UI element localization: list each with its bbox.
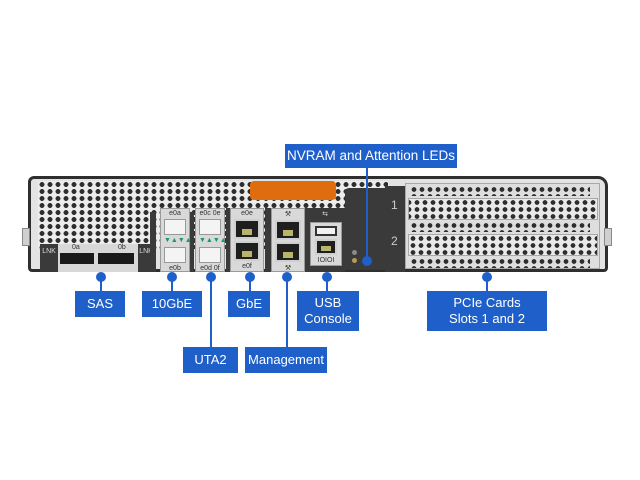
management-leader-line	[286, 278, 288, 348]
sas-port-0a[interactable]	[60, 253, 94, 264]
pcie-leader-line	[486, 278, 488, 292]
lnk-right-label: LNK	[139, 248, 153, 255]
sas-callout-label: SAS	[75, 291, 125, 317]
pcie-label-line1: PCIe Cards	[453, 295, 521, 310]
sas-leader-dot	[96, 272, 106, 282]
uta2-top-left-label: e0c	[199, 210, 211, 217]
pcie-vent-strip	[410, 222, 590, 232]
rj45-port-e0f[interactable]	[234, 241, 260, 261]
gbe-callout-label: GbE	[228, 291, 270, 317]
management-callout-label: Management	[245, 347, 327, 373]
gbe-bottom-label: e0f	[242, 263, 252, 270]
tengbe-top-label: e0a	[169, 210, 181, 217]
pcie-vent-strip	[410, 186, 590, 196]
sas-left-bracket: LNK	[40, 244, 58, 272]
uta2-top-right-label: 0e	[212, 210, 221, 217]
attention-led	[352, 258, 357, 263]
lnk-left-label: LNK	[42, 248, 56, 255]
nvram-led	[352, 250, 357, 255]
uta2-leader-line	[210, 278, 212, 348]
uta2-callout-label: UTA2	[183, 347, 238, 373]
divider	[190, 212, 194, 272]
console-port[interactable]	[315, 239, 337, 255]
gbe-top-label: e0e	[241, 210, 253, 217]
usb-console-leader-line	[326, 278, 328, 292]
gbe-leader-dot	[245, 272, 255, 282]
sas-0a-label: 0a	[72, 244, 80, 251]
sfp-port-e0a[interactable]	[164, 219, 186, 235]
gbe-leader-line	[249, 278, 251, 292]
management-port-block: ⚒ ⚒	[271, 208, 305, 272]
nvram-leader-dot	[362, 256, 372, 266]
usb-port[interactable]	[315, 226, 337, 236]
tengbe-port-block: e0a ▼▲▼▲ e0b	[160, 208, 192, 272]
sfp-port-e0d[interactable]	[199, 247, 221, 263]
usb-console-leader-dot	[322, 272, 332, 282]
uta2-leader-dot	[206, 272, 216, 282]
sas-0b-label: 0b	[118, 244, 126, 251]
pcie-riser	[405, 183, 600, 269]
usb-console-label-line2: Console	[304, 311, 352, 326]
usb-console-label-line1: USB	[314, 295, 342, 310]
sfp-led-indicators: ▼▲▼▲	[199, 237, 227, 244]
pcie-slot-1[interactable]	[408, 198, 598, 220]
sas-port-area: 0a 0b	[58, 244, 138, 272]
slot-1-number: 1	[391, 198, 398, 212]
pcie-label-line2: Slots 1 and 2	[449, 311, 525, 326]
rj45-port-management-bottom[interactable]	[275, 242, 301, 262]
tengbe-leader-line	[171, 278, 173, 292]
nvram-leader-line	[366, 168, 368, 258]
usb-console-callout-label: USB Console	[297, 291, 359, 331]
uta2-bottom-right-label: 0f	[213, 265, 220, 272]
right-rack-ear	[604, 228, 612, 246]
orange-release-handle[interactable]	[250, 181, 336, 200]
pcie-leader-dot	[482, 272, 492, 282]
management-leader-dot	[282, 272, 292, 282]
wrench-icon: ⚒	[284, 265, 292, 272]
sfp-port-e0b[interactable]	[164, 247, 186, 263]
rj45-port-management-top[interactable]	[275, 220, 301, 240]
tengbe-bottom-label: e0b	[169, 265, 181, 272]
divider	[226, 208, 230, 272]
uta2-bottom-left-label: e0d	[200, 265, 212, 272]
console-label: IOIOI	[317, 257, 335, 264]
left-rack-ear	[22, 228, 30, 246]
tengbe-leader-dot	[167, 272, 177, 282]
usb-console-port-block: IOIOI	[310, 222, 342, 266]
nvram-callout-label: NVRAM and Attention LEDs	[285, 144, 457, 168]
rj45-port-e0e[interactable]	[234, 219, 260, 239]
divider	[265, 208, 271, 272]
uta2-port-block: e0c 0e ▼▲▼▲ e0d 0f	[195, 208, 227, 272]
pcie-slot-number-strip: 1 2	[385, 186, 405, 272]
pcie-slot-2[interactable]	[408, 234, 598, 256]
pcie-callout-label: PCIe Cards Slots 1 and 2	[427, 291, 547, 331]
sas-port-0b[interactable]	[98, 253, 134, 264]
slot-2-number: 2	[391, 234, 398, 248]
usb-icon: ⇆	[322, 211, 328, 218]
divider	[150, 212, 156, 272]
sfp-port-e0c[interactable]	[199, 219, 221, 235]
wrench-icon: ⚒	[284, 211, 292, 218]
pcie-vent-strip	[410, 258, 590, 268]
sas-leader-line	[100, 278, 102, 292]
gbe-port-block: e0e e0f	[230, 208, 264, 272]
sfp-led-indicators: ▼▲▼▲	[164, 237, 192, 244]
tengbe-callout-label: 10GbE	[142, 291, 202, 317]
